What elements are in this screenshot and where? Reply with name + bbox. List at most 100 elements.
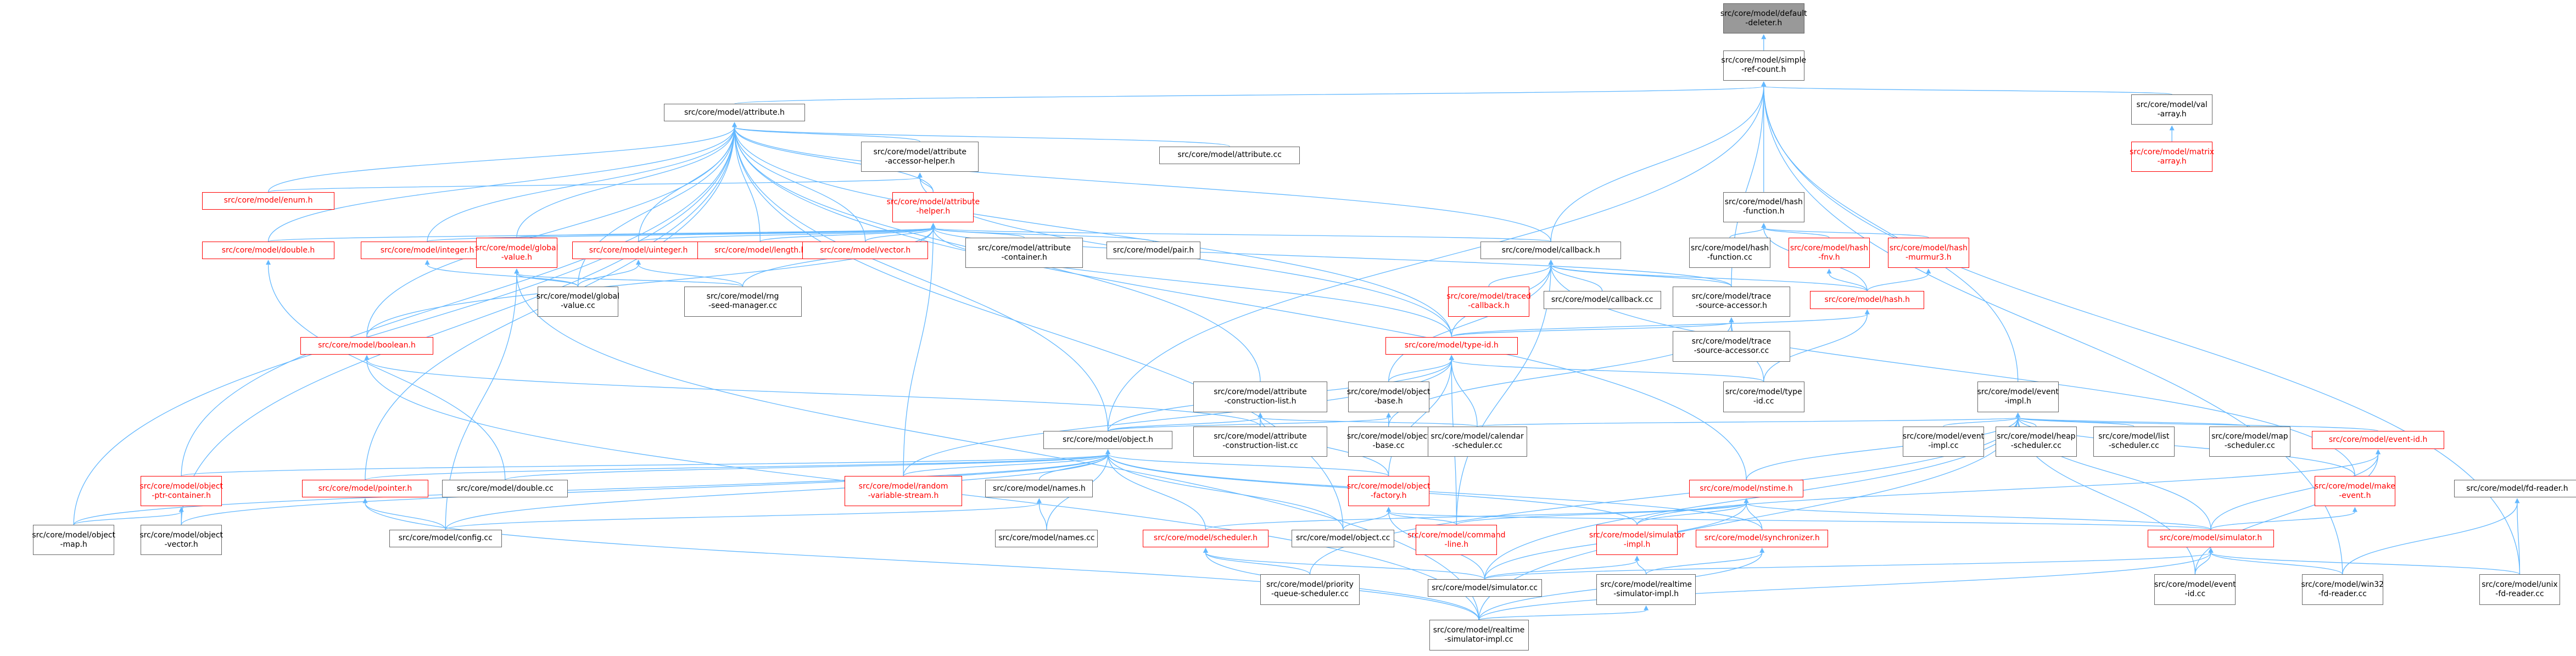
file-node-event-id-h[interactable]: src/core/model/event-id.h [2311,431,2445,449]
file-node-trace-source-accessor-h[interactable]: src/core/model/trace-source-accessor.h [1672,286,1791,317]
file-node-double-cc[interactable]: src/core/model/double.cc [442,480,568,498]
file-node-event-id-cc[interactable]: src/core/model/event-id.cc [2154,574,2236,605]
dependency-arrowhead [1729,317,1734,323]
file-node-pointer-h[interactable]: src/core/model/pointer.h [302,480,428,498]
file-node-attr-construction-list-h[interactable]: src/core/model/attribute-construction-li… [1193,382,1328,412]
file-node-attr-accessor-helper[interactable]: src/core/model/attribute-accessor-helper… [861,141,979,172]
file-node-callback-cc[interactable]: src/core/model/callback.cc [1543,291,1661,309]
file-node-label: -seed-manager.cc [708,301,778,311]
file-node-heap-scheduler[interactable]: src/core/model/heap-scheduler.cc [1995,426,2077,457]
file-node-names-cc[interactable]: src/core/model/names.cc [995,529,1098,547]
file-node-simulator-impl-h[interactable]: src/core/model/simulator-impl.h [1589,525,1685,556]
file-node-matrix-array[interactable]: src/core/model/matrix-array.h [2130,141,2214,172]
file-node-attr-container[interactable]: src/core/model/attribute-container.h [965,237,1083,268]
dependency-arrowhead [2208,547,2214,553]
file-node-label: src/core/model/rng [706,292,779,301]
dependency-edge [2018,417,2037,427]
dependency-edge [1107,86,1764,431]
dependency-arrowhead [2015,412,2021,418]
file-node-object-map[interactable]: src/core/model/object-map.h [32,525,115,556]
dependency-arrowhead [1105,449,1111,455]
dependency-arrowhead [1761,81,1767,87]
dependency-arrowhead [2376,449,2381,455]
file-node-simulator-h[interactable]: src/core/model/simulator.h [2148,529,2274,547]
dependency-edge [1636,503,1747,525]
file-node-win32-fd-reader[interactable]: src/core/model/win32-fd-reader.cc [2301,574,2384,605]
file-node-attr-construction-list-cc[interactable]: src/core/model/attribute-construction-li… [1193,426,1328,457]
dependency-arrowhead [2208,547,2214,553]
file-node-nstime-h[interactable]: src/core/model/nstime.h [1689,480,1804,498]
file-node-command-line[interactable]: src/core/model/command-line.h [1407,525,1506,556]
file-node-boolean-h[interactable]: src/core/model/boolean.h [300,337,433,355]
file-node-realtime-sim-impl-cc[interactable]: src/core/model/realtime-simulator-impl.c… [1429,620,1529,651]
file-node-object-ptr-container[interactable]: src/core/model/object-ptr-container.h [139,476,223,507]
file-node-label: -container.h [1001,253,1047,262]
file-node-object-cc[interactable]: src/core/model/object.cc [1292,529,1395,547]
file-node-double-h[interactable]: src/core/model/double.h [202,242,335,260]
file-node-attribute-cc[interactable]: src/core/model/attribute.cc [1159,146,1300,164]
dependency-arrowhead [2208,547,2214,553]
file-node-config-cc[interactable]: src/core/model/config.cc [389,529,502,547]
file-node-enum-h[interactable]: src/core/model/enum.h [202,192,335,210]
dependency-arrowhead [930,223,936,228]
file-node-default-deleter[interactable]: src/core/model/default-deleter.h [1720,3,1807,34]
file-node-synchronizer-h[interactable]: src/core/model/synchronizer.h [1696,529,1829,547]
file-node-object-h[interactable]: src/core/model/object.h [1043,431,1173,449]
dependency-arrowhead [930,223,936,228]
file-node-label: src/core/model/trace [1691,337,1772,346]
dependency-arrowhead [917,172,923,178]
file-node-hash-h[interactable]: src/core/model/hash.h [1810,291,1925,309]
dependency-arrowhead [1105,449,1111,455]
file-node-callback-h[interactable]: src/core/model/callback.h [1480,242,1622,260]
file-node-object-base-cc[interactable]: src/core/model/object-base.cc [1347,426,1431,457]
file-node-hash-function-cc[interactable]: src/core/model/hash-function.cc [1689,237,1770,268]
file-node-map-scheduler[interactable]: src/core/model/map-scheduler.cc [2209,426,2290,457]
file-node-random-variable-stream[interactable]: src/core/model/random-variable-stream.h [845,476,963,507]
dependency-arrowhead [1105,449,1111,455]
file-node-make-event-h[interactable]: src/core/model/make-event.h [2314,476,2396,507]
file-node-event-impl-h[interactable]: src/core/model/event-impl.h [1977,382,2059,412]
file-node-global-value-cc[interactable]: src/core/model/global-value.cc [537,286,619,317]
dependency-edge [919,177,934,192]
file-node-length-h[interactable]: src/core/model/length.h [697,242,823,260]
file-node-rng-seed-manager[interactable]: src/core/model/rng-seed-manager.cc [684,286,802,317]
file-node-scheduler-h[interactable]: src/core/model/scheduler.h [1142,529,1269,547]
dependency-edge [1763,86,2172,95]
file-node-traced-callback[interactable]: src/core/model/traced-callback.h [1446,286,1531,317]
file-node-type-id-h[interactable]: src/core/model/type-id.h [1385,337,1518,355]
file-node-fd-reader-h[interactable]: src/core/model/fd-reader.h [2454,480,2576,498]
file-node-list-scheduler[interactable]: src/core/model/list-scheduler.cc [2093,426,2175,457]
file-node-pair-h[interactable]: src/core/model/pair.h [1106,242,1201,260]
file-node-object-vector[interactable]: src/core/model/object-vector.h [139,525,223,556]
file-node-global-value-h[interactable]: src/core/model/global-value.h [475,237,558,268]
file-node-hash-function-h[interactable]: src/core/model/hash-function.h [1723,192,1804,223]
dependency-arrowhead [731,122,737,127]
file-node-uinteger-h[interactable]: src/core/model/uinteger.h [572,242,705,260]
file-node-simulator-cc[interactable]: src/core/model/simulator.cc [1427,579,1542,597]
file-node-hash-fnv[interactable]: src/core/model/hash-fnv.h [1789,237,1870,268]
dependency-arrowhead [2015,412,2021,418]
dependency-edge [516,227,934,238]
file-node-realtime-sim-impl-h[interactable]: src/core/model/realtime-simulator-impl.h [1596,574,1696,605]
file-node-names-h[interactable]: src/core/model/names.h [985,480,1093,498]
file-node-val-array[interactable]: src/core/model/val-array.h [2131,94,2213,125]
file-node-unix-fd-reader[interactable]: src/core/model/unix-fd-reader.cc [2479,574,2561,605]
file-node-priority-queue-scheduler[interactable]: src/core/model/priority-queue-scheduler.… [1260,574,1360,605]
file-node-trace-source-accessor-cc[interactable]: src/core/model/trace-source-accessor.cc [1672,331,1791,362]
file-node-simple-ref-count[interactable]: src/core/model/simple-ref-count.h [1721,50,1806,81]
file-node-object-base-h[interactable]: src/core/model/object-base.h [1347,382,1431,412]
file-node-attr-helper[interactable]: src/core/model/attribute-helper.h [887,192,980,223]
file-node-calendar-scheduler[interactable]: src/core/model/calendar-scheduler.cc [1427,426,1527,457]
file-node-event-impl-cc[interactable]: src/core/model/event-impl.cc [1903,426,1984,457]
dependency-arrowhead [731,122,737,127]
file-node-label: src/core/model/attribute [1214,432,1307,441]
file-node-object-factory-h[interactable]: src/core/model/object-factory.h [1347,476,1431,507]
file-node-integer-h[interactable]: src/core/model/integer.h [361,242,494,260]
file-node-attribute-h[interactable]: src/core/model/attribute.h [664,104,805,122]
file-node-type-id-cc[interactable]: src/core/model/type-id.cc [1723,382,1804,412]
file-node-vector-h[interactable]: src/core/model/vector.h [802,242,929,260]
dependency-edge [2210,511,2356,530]
file-node-label: src/core/model/object [139,530,223,540]
dependency-arrowhead [1761,81,1767,87]
file-node-hash-murmur3[interactable]: src/core/model/hash-murmur3.h [1887,237,1969,268]
